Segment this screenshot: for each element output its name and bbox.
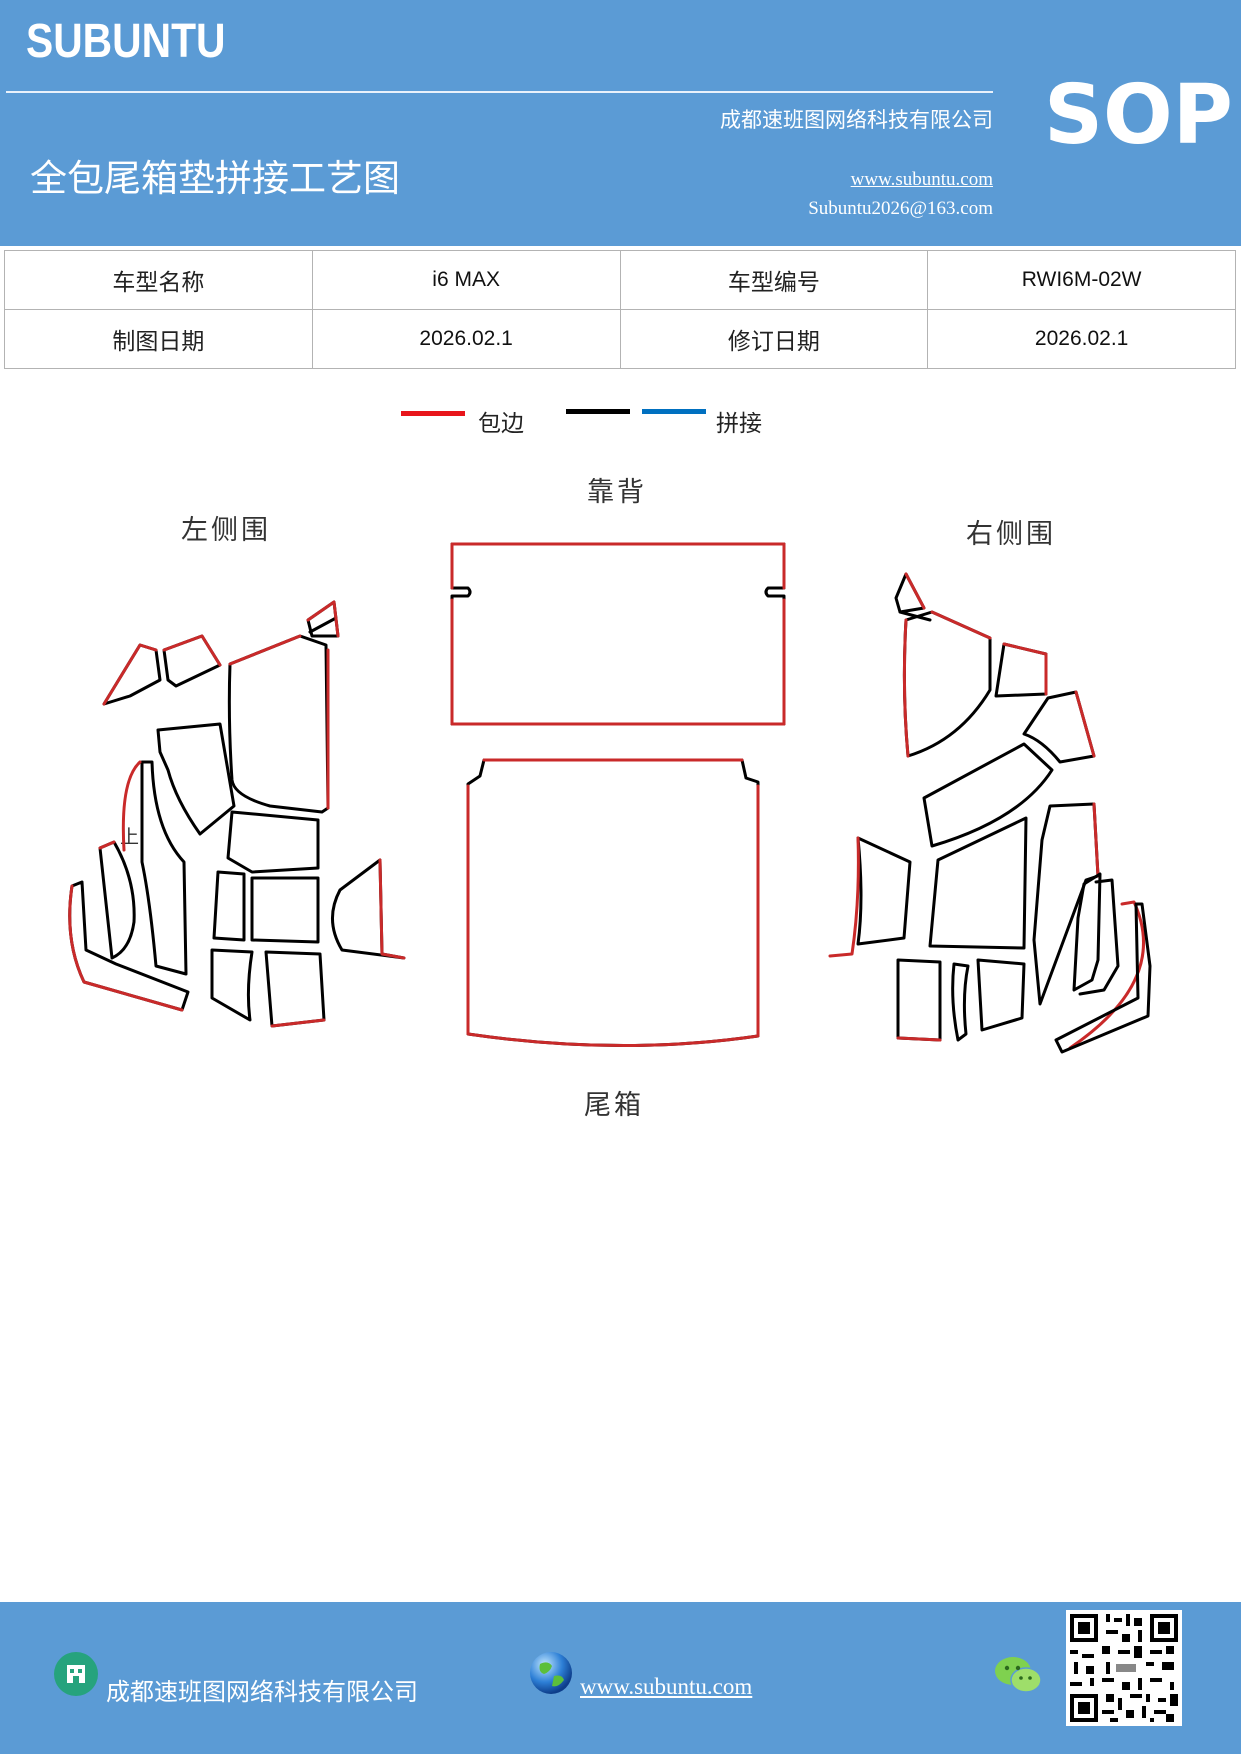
qr-code xyxy=(1066,1610,1182,1726)
footer-company-name: 成都速班图网络科技有限公司 xyxy=(106,1678,418,1706)
legend-splice-label: 拼接 xyxy=(716,411,762,437)
revise-date-label: 修订日期 xyxy=(619,309,929,369)
sop-badge: SOP xyxy=(1044,68,1233,163)
right-side-label: 右侧围 xyxy=(966,519,1056,550)
header-banner: SUBUNTU 成都速班图网络科技有限公司 全包尾箱垫拼接工艺图 www.sub… xyxy=(0,0,1241,246)
footer-website-link[interactable]: www.subuntu.com xyxy=(580,1674,753,1699)
email-address: Subuntu2026@163.com xyxy=(808,198,993,219)
backrest-panel xyxy=(450,542,786,726)
legend-black-swatch xyxy=(566,409,630,414)
globe-icon xyxy=(528,1650,574,1696)
table-row: 车型名称 i6 MAX 车型编号 RWI6M-02W xyxy=(4,250,1236,310)
header-divider xyxy=(6,91,993,93)
model-code-value: RWI6M-02W xyxy=(927,250,1236,310)
legend-edge-swatch xyxy=(401,411,465,416)
trunk-label: 尾箱 xyxy=(584,1090,644,1121)
document-title: 全包尾箱垫拼接工艺图 xyxy=(30,157,400,200)
draw-date-value: 2026.02.1 xyxy=(311,309,621,369)
website-link[interactable]: www.subuntu.com xyxy=(850,169,993,190)
building-icon xyxy=(54,1652,98,1696)
right-side-pieces xyxy=(828,572,1152,1054)
pattern-drawing xyxy=(68,542,1152,1054)
model-name-value: i6 MAX xyxy=(311,250,621,310)
left-side-pieces xyxy=(68,600,406,1028)
revise-date-value: 2026.02.1 xyxy=(927,309,1236,369)
model-name-label: 车型名称 xyxy=(4,250,313,310)
wechat-icon[interactable] xyxy=(994,1654,1044,1698)
legend-splice-swatch xyxy=(642,409,706,414)
vehicle-info-table: 车型名称 i6 MAX 车型编号 RWI6M-02W 制图日期 2026.02.… xyxy=(4,250,1236,369)
model-code-label: 车型编号 xyxy=(619,250,929,310)
brand-logo: SUBUNTU xyxy=(26,15,226,68)
draw-date-label: 制图日期 xyxy=(4,309,313,369)
left-side-label: 左侧围 xyxy=(181,515,271,546)
backrest-label: 靠背 xyxy=(587,477,647,508)
company-name: 成都速班图网络科技有限公司 xyxy=(720,108,993,132)
trunk-panel xyxy=(466,758,760,1047)
legend-edge-label: 包边 xyxy=(478,411,524,437)
table-row: 制图日期 2026.02.1 修订日期 2026.02.1 xyxy=(4,309,1236,369)
footer-banner: 成都速班图网络科技有限公司 www.subuntu.com xyxy=(0,1602,1241,1754)
